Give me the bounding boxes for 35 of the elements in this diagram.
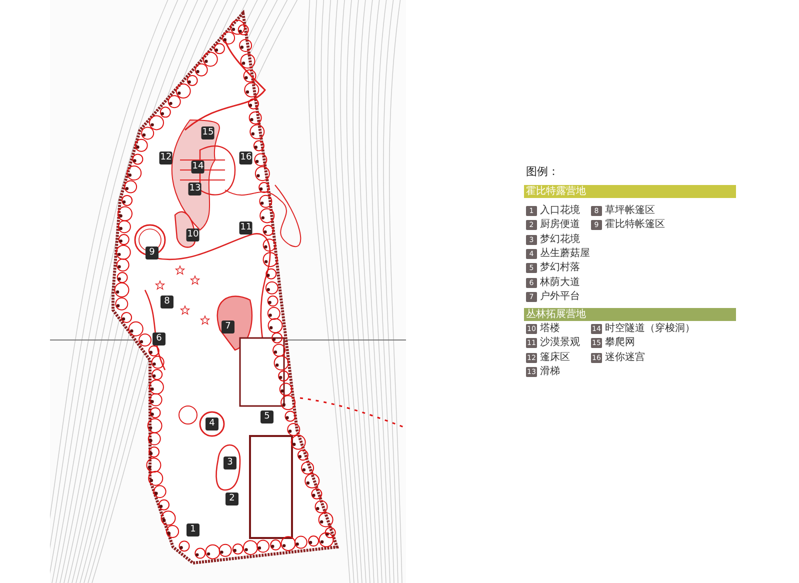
legend-text: 梦幻村落 xyxy=(540,262,580,274)
section-header-band: 霍比特露营地 xyxy=(524,185,736,198)
legend-text: 篷床区 xyxy=(540,352,570,364)
legend-text: 厨房便道 xyxy=(540,219,580,232)
legend-text: 丛生蘑菇屋 xyxy=(540,248,590,260)
legend-text: 林荫大道 xyxy=(540,276,580,288)
callout-number: 9 xyxy=(146,246,158,260)
callout-number: 7 xyxy=(222,320,234,334)
callout-number: 12 xyxy=(159,152,173,164)
legend-text: 入口花境 xyxy=(540,205,580,217)
legend-text: 滑梯 xyxy=(540,366,560,378)
legend-text: 沙漠景观 xyxy=(540,337,580,350)
callout-number: 16 xyxy=(239,152,253,164)
callout-number: 13 xyxy=(188,182,202,196)
callout-number: 14 xyxy=(191,160,205,174)
legend-text: 时空隧道（穿梭洞） xyxy=(605,323,695,335)
callout-number: 2 xyxy=(226,492,238,506)
callout-number: 5 xyxy=(260,410,274,424)
callout-number: 8 xyxy=(160,296,174,308)
legend-text: 迷你迷宫 xyxy=(605,352,645,364)
legend-text: 梦幻花境 xyxy=(540,234,580,246)
legend-text: 霍比特帐篷区 xyxy=(605,219,665,232)
callout-number: 4 xyxy=(206,418,218,430)
callout-number: 11 xyxy=(239,222,253,234)
legend-title: 图例： xyxy=(526,164,559,179)
section-header-band: 丛林拓展营地 xyxy=(524,308,736,321)
callout-number: 1 xyxy=(186,524,200,536)
legend-text: 攀爬网 xyxy=(605,337,635,350)
callout-number: 10 xyxy=(186,228,200,242)
legend-text: 户外平台 xyxy=(540,290,580,303)
callout-number: 15 xyxy=(201,126,215,140)
callout-number: 3 xyxy=(224,456,236,470)
callout-number: 6 xyxy=(152,332,166,346)
legend-text: 草坪帐篷区 xyxy=(605,205,655,217)
legend-text: 塔楼 xyxy=(540,323,560,335)
